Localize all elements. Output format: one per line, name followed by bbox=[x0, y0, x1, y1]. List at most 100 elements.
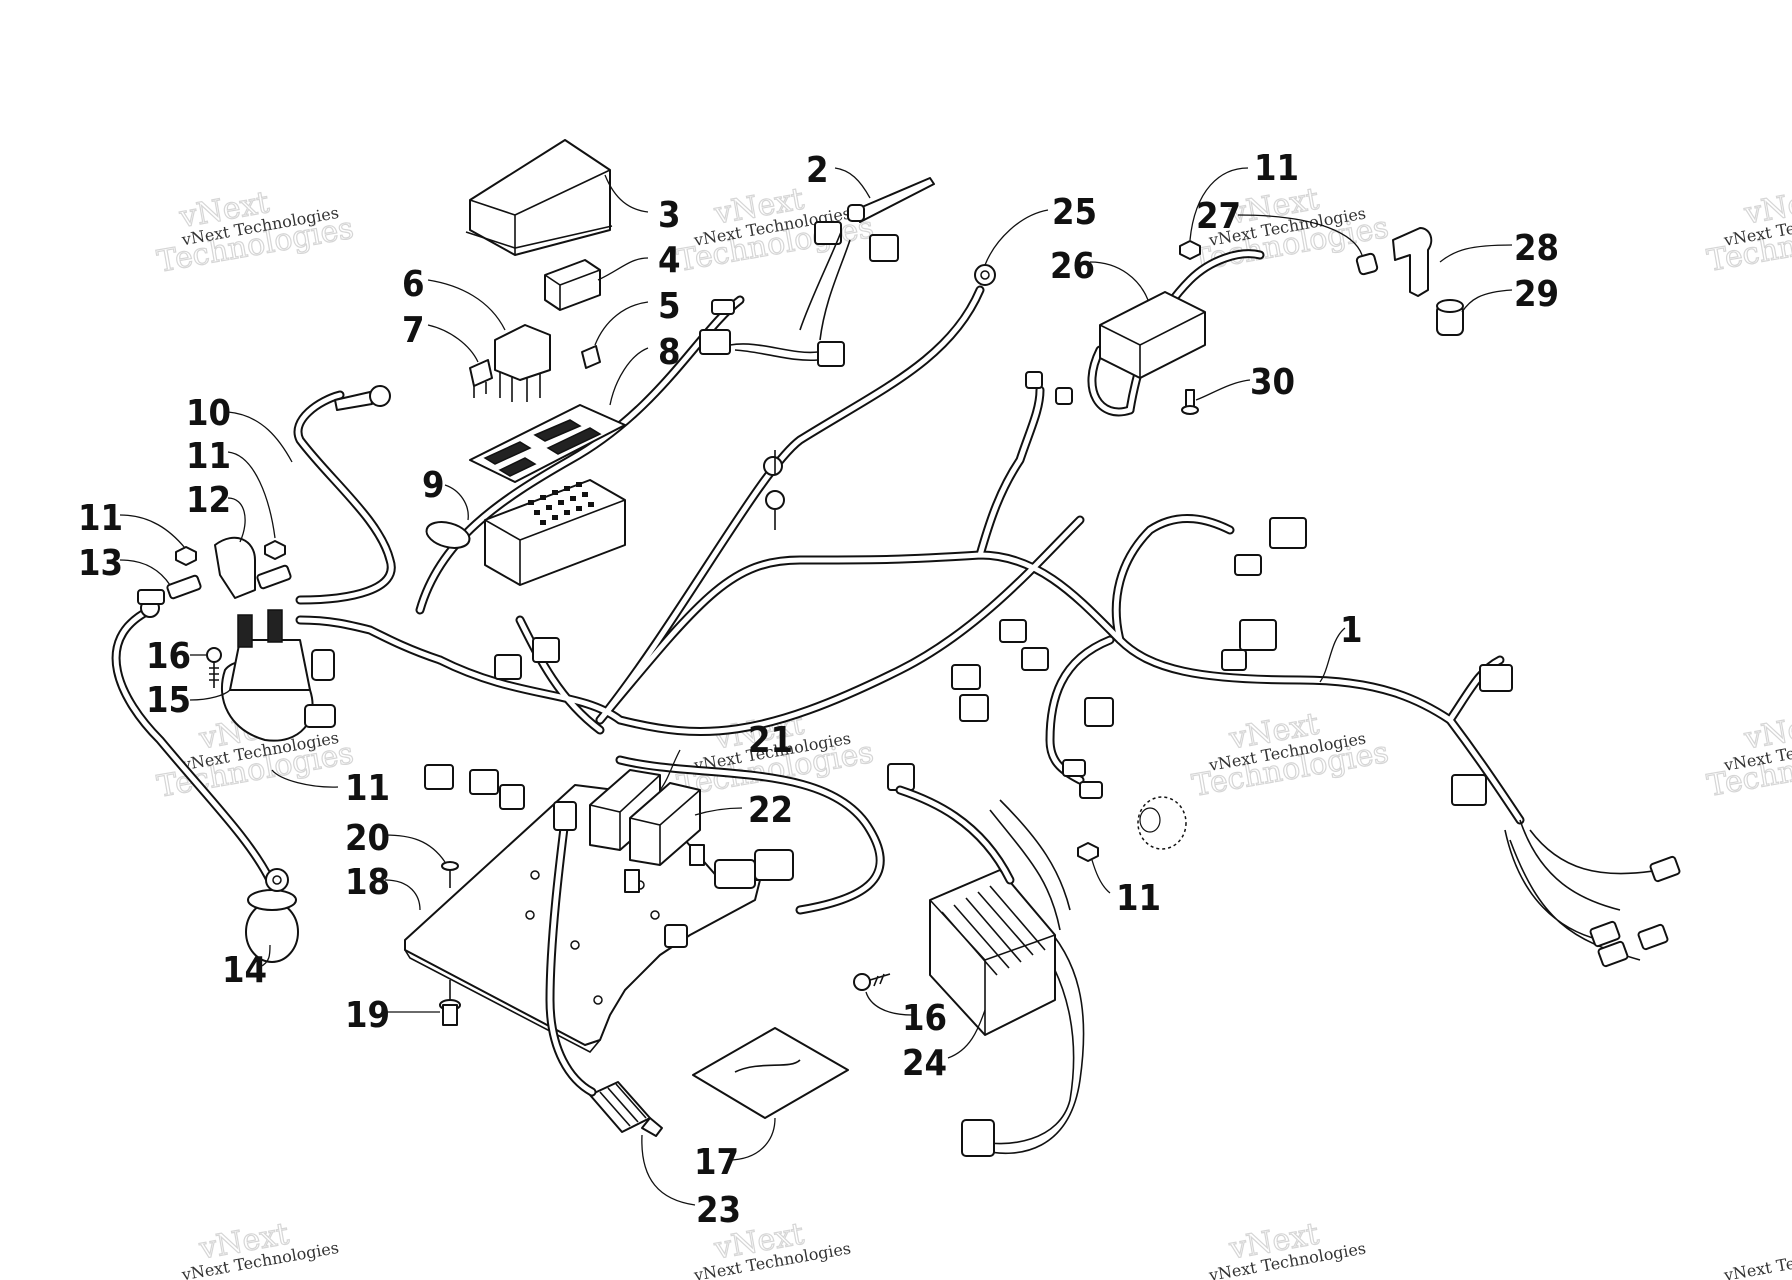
callout-11-solenoid: 11 bbox=[345, 768, 390, 809]
leader-2 bbox=[834, 167, 871, 199]
leader-25 bbox=[984, 209, 1049, 266]
retaining-ring bbox=[425, 521, 471, 549]
plug-cap-small bbox=[1355, 252, 1379, 276]
callout-3: 3 bbox=[658, 195, 681, 236]
fuse-panel-label bbox=[469, 404, 626, 483]
watermark-bottom-left: vNext vNext Technologies bbox=[179, 1216, 340, 1280]
leader-6 bbox=[427, 279, 506, 331]
leader-15 bbox=[189, 689, 231, 701]
leader-11d bbox=[1189, 167, 1249, 241]
blade-fuse-small bbox=[581, 345, 601, 369]
watermark-group: vNext Technologies vNext Technologies vN… bbox=[154, 181, 1792, 1280]
callout-15: 15 bbox=[146, 680, 191, 721]
leader-3 bbox=[604, 174, 649, 213]
leader-21 bbox=[659, 749, 681, 791]
callout-12: 12 bbox=[186, 480, 231, 521]
terminal-plate bbox=[256, 564, 292, 590]
callout-20: 20 bbox=[345, 818, 390, 859]
leader-17 bbox=[727, 1117, 776, 1161]
leader-28 bbox=[1439, 244, 1513, 263]
indicator-light bbox=[1137, 796, 1187, 850]
regulator-wire-strands bbox=[989, 799, 1071, 931]
hex-nut bbox=[1077, 842, 1099, 862]
main-wiring-harness bbox=[111, 249, 1661, 1155]
relay-small bbox=[544, 259, 601, 311]
leader-lines bbox=[119, 167, 1513, 1206]
leader-11b bbox=[119, 514, 186, 549]
plate-rivet bbox=[439, 999, 461, 1026]
leader-7 bbox=[427, 324, 479, 363]
cable-ring-terminal-top bbox=[334, 385, 391, 411]
callout-9: 9 bbox=[422, 465, 445, 506]
callout-17: 17 bbox=[694, 1142, 739, 1183]
wire-clip bbox=[664, 924, 688, 948]
leader-26 bbox=[1089, 261, 1149, 301]
plate-screw-top bbox=[441, 861, 459, 888]
leader-9 bbox=[444, 484, 469, 521]
callout-28: 28 bbox=[1514, 228, 1559, 269]
mounting-screw bbox=[206, 647, 222, 688]
leader-4 bbox=[597, 257, 649, 281]
watermark-mid-right: vNext Technologies vNext Technologies bbox=[1189, 706, 1392, 804]
leader-1 bbox=[1319, 627, 1346, 683]
cable-ring-terminal-left bbox=[137, 589, 165, 618]
callout-26: 26 bbox=[1050, 246, 1095, 287]
regulator-connector bbox=[961, 1119, 995, 1157]
leader-30 bbox=[1195, 379, 1251, 401]
watermark-edge-right-top: vNext Technologies vNext Technologies bbox=[1704, 181, 1792, 279]
cdi-mounting-screw bbox=[1181, 389, 1199, 415]
decal-fold-line bbox=[734, 1059, 801, 1073]
spark-plug-boot bbox=[1392, 227, 1433, 297]
callout-16-right: 16 bbox=[902, 998, 947, 1039]
callout-11-top: 11 bbox=[186, 436, 231, 477]
starter-solenoid bbox=[220, 609, 336, 742]
callout-6: 6 bbox=[402, 264, 425, 305]
leader-11a bbox=[227, 451, 276, 539]
callout-18: 18 bbox=[345, 862, 390, 903]
callout-1: 1 bbox=[1340, 610, 1363, 651]
leader-14 bbox=[259, 944, 271, 968]
watermark-edge-right-mid: vNext Technologies vNext Technologies bbox=[1704, 706, 1792, 804]
harness-wire-branch-c bbox=[1111, 513, 1235, 645]
callout-19: 19 bbox=[345, 995, 390, 1036]
leader-23 bbox=[641, 1134, 696, 1206]
plate-tab bbox=[624, 869, 640, 893]
callout-13: 13 bbox=[78, 543, 123, 584]
callout-21: 21 bbox=[748, 720, 793, 761]
callout-11-regulator: 11 bbox=[1116, 878, 1161, 919]
hex-nut bbox=[175, 546, 197, 566]
wire-connector-probe bbox=[847, 177, 935, 223]
voltage-regulator bbox=[929, 869, 1056, 1036]
battery-cable-positive bbox=[293, 390, 396, 605]
plate-tab bbox=[689, 844, 705, 866]
leader-27 bbox=[1237, 214, 1363, 256]
ground-ring-terminal bbox=[974, 264, 996, 286]
hex-nut bbox=[1179, 240, 1201, 260]
callout-16-left: 16 bbox=[146, 636, 191, 677]
relay-module-pair bbox=[589, 769, 701, 866]
watermark-top-mid: vNext Technologies vNext Technologies bbox=[674, 181, 877, 279]
harness-connectors-center bbox=[424, 371, 1513, 810]
callout-25: 25 bbox=[1052, 192, 1097, 233]
leader-13 bbox=[119, 559, 171, 586]
fuse-block bbox=[484, 479, 626, 586]
harness-strands-right bbox=[1504, 819, 1661, 961]
callout-14: 14 bbox=[222, 950, 267, 991]
leader-5 bbox=[594, 301, 649, 346]
callout-11-left: 11 bbox=[78, 498, 123, 539]
leader-8 bbox=[609, 347, 649, 406]
regulator-screw bbox=[853, 973, 891, 991]
callout-labels: 1 2 3 4 5 6 7 8 9 10 11 11 12 13 14 15 1… bbox=[78, 148, 1559, 1231]
leader-12 bbox=[227, 497, 246, 543]
sensor-connector bbox=[553, 801, 577, 831]
callout-10: 10 bbox=[186, 393, 231, 434]
connector-pair-loop bbox=[714, 849, 794, 889]
callout-24: 24 bbox=[902, 1043, 947, 1084]
terminal-boot-cap bbox=[214, 536, 256, 599]
leader-10 bbox=[227, 411, 293, 463]
watermark-small: vNext Technologies bbox=[1721, 1238, 1792, 1280]
harness-end-connectors bbox=[1589, 855, 1681, 968]
watermark-top-left: vNext Technologies vNext Technologies bbox=[154, 184, 357, 280]
warning-decal bbox=[692, 1027, 849, 1119]
